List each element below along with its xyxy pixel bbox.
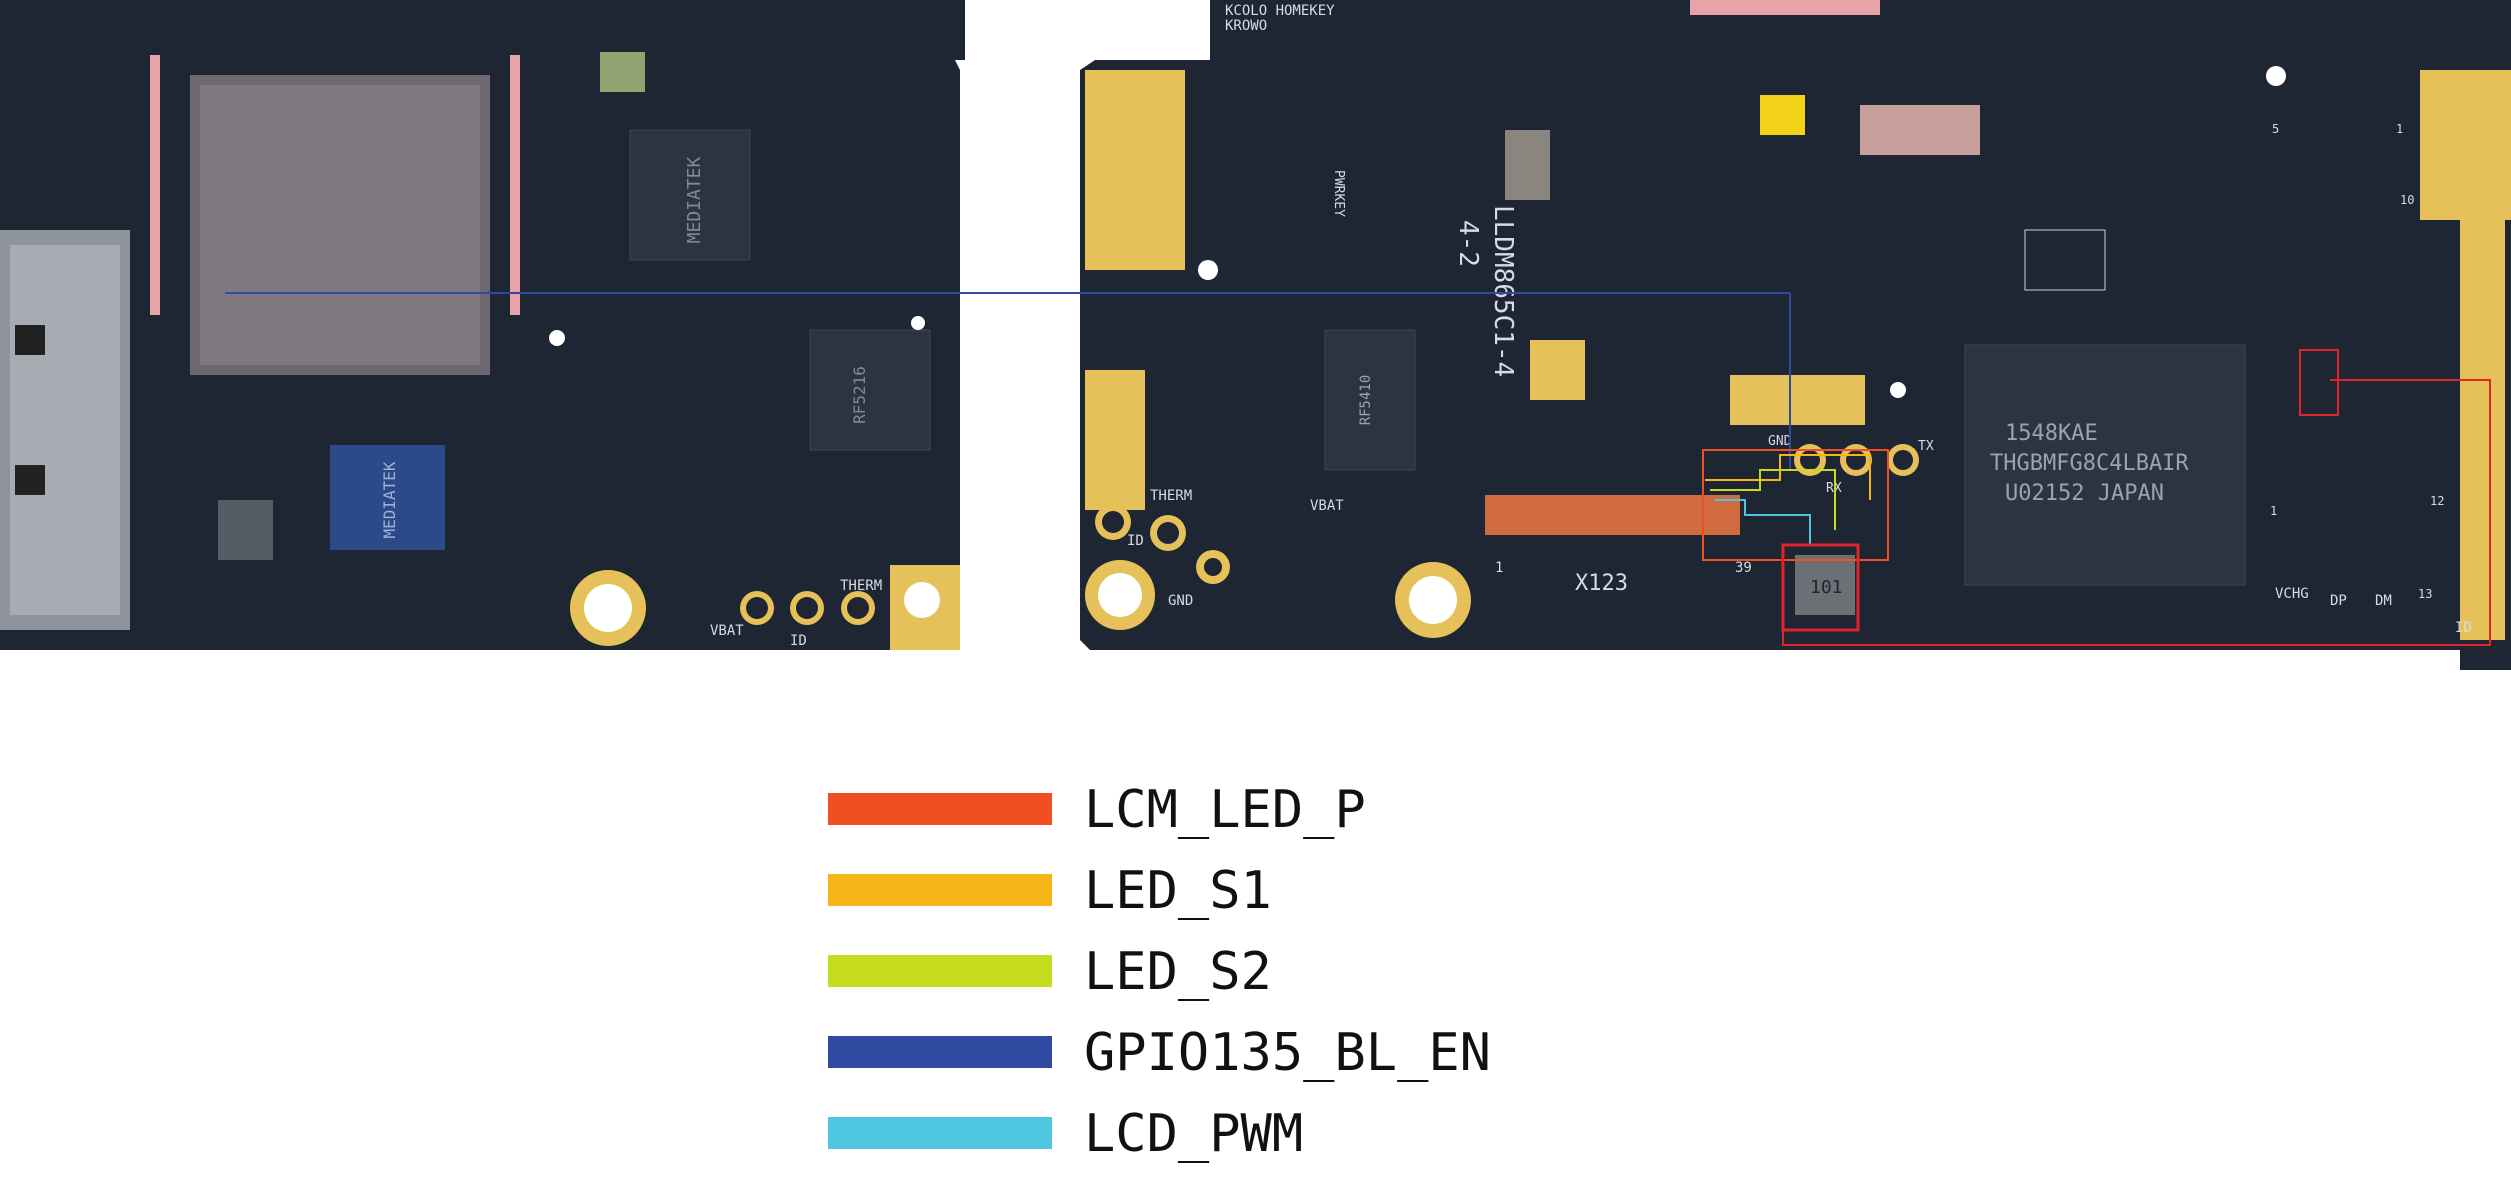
legend-swatch: [828, 1117, 1052, 1149]
pcb-label-therm: THERM: [1150, 488, 1192, 504]
emmc-text-2: THGBMFG8C4LBAIR: [1990, 451, 2189, 476]
pcb-label-vbat: VBAT: [1310, 498, 1344, 514]
pcb-label-tx: TX: [1918, 439, 1934, 454]
pcb-label-keys-sub: KROWO: [1225, 18, 1267, 34]
pcb-label-rx: RX: [1826, 481, 1842, 496]
board-part-number: LLDM865C1-4: [1488, 205, 1518, 377]
gold-pad: [1085, 70, 1185, 270]
pin-label: 39: [1735, 560, 1752, 576]
pcb-label-dp: DP: [2330, 593, 2347, 609]
legend-label: LCM_LED_P: [1084, 780, 1366, 840]
board-revision: 4-2: [1453, 220, 1483, 267]
pcb-label-therm: THERM: [840, 578, 882, 594]
right-board: 1548KAE THGBMFG8C4LBAIR U02152 JAPAN RF5…: [1080, 0, 2511, 670]
signal-traces: [225, 292, 2491, 646]
chip-label: MEDIATEK: [380, 461, 399, 538]
trace-led-s2: [1710, 469, 1836, 530]
trace-lcm-led-p: [1702, 449, 1889, 561]
highlight-box: [1781, 543, 1860, 632]
mediatek-chip: [629, 129, 751, 261]
inductor-label: 101: [1810, 577, 1843, 598]
pin-label: 12: [2430, 494, 2444, 508]
trace-led-s1: [1705, 454, 1871, 500]
legend-label: LED_S1: [1084, 861, 1272, 921]
rf-ic-label: RF5410: [1358, 375, 1374, 426]
pcb-label-id: ID: [1127, 533, 1144, 549]
pcb-label-gnd: GND: [1168, 593, 1193, 609]
legend-swatch: [828, 874, 1052, 906]
pcb-label-id: ID: [790, 633, 807, 649]
legend-label: LED_S2: [1084, 942, 1272, 1002]
chip-label: RF5216: [850, 366, 869, 424]
pmic-chip: [330, 445, 445, 550]
chip-label: MEDIATEK: [684, 156, 705, 243]
lcd-connector: [1485, 495, 1740, 535]
rf-chip: [809, 329, 931, 451]
pcb-label-id: ID: [2455, 620, 2472, 636]
pin-label: 1: [2396, 122, 2403, 136]
pcb-label-vchg: VCHG: [2275, 586, 2309, 602]
connector-label: X123: [1575, 571, 1628, 596]
legend-swatch: [828, 793, 1052, 825]
pcb-label-gnd: GND: [1768, 434, 1792, 449]
inductor: [1795, 555, 1855, 615]
pcb-label-dm: DM: [2375, 593, 2392, 609]
pin-label: 13: [2418, 587, 2432, 601]
emmc-text-3: U02152 JAPAN: [2005, 481, 2164, 506]
pin-label: 5: [2272, 122, 2279, 136]
legend-swatch: [828, 955, 1052, 987]
left-board: MEDIATEK MEDIATEK RF5216 VBAT ID THERM: [0, 0, 965, 650]
pcb-label-pwrkey: PWRKEY: [1331, 170, 1346, 217]
pcb-label-vbat: VBAT: [710, 623, 744, 639]
legend-label: LCD_PWM: [1084, 1104, 1304, 1164]
trace-lcd-pwm: [1715, 499, 1811, 545]
emmc-text-1: 1548KAE: [2005, 421, 2098, 446]
legend-label: GPIO135_BL_EN: [1084, 1023, 1491, 1083]
pin-label: 1: [1495, 560, 1503, 576]
pcb-label-keys: KCOLO HOMEKEY: [1225, 3, 1335, 19]
pin-label: 1: [2270, 504, 2277, 518]
rf-ic: [1324, 329, 1416, 471]
emmc-chip: [1964, 344, 2246, 586]
pin-label: 10: [2400, 193, 2414, 207]
legend-swatch: [828, 1036, 1052, 1068]
